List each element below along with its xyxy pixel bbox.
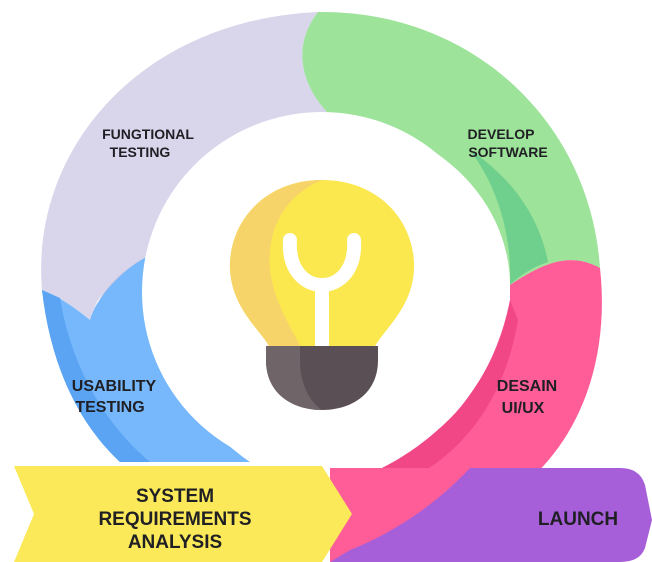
- system-requirements-label-line3: ANALYSIS: [128, 532, 222, 553]
- segment-usability-testing: [42, 255, 250, 462]
- segment-design-uiux: [330, 260, 602, 488]
- usability-testing-label-line2: TESTING: [75, 399, 144, 416]
- design-uiux-label-line2: UI/UX: [502, 400, 545, 417]
- system-requirements-label-line2: REQUIREMENTS: [98, 509, 251, 530]
- develop-software-label-line1: DEVELOP: [468, 126, 535, 142]
- usability-testing-label-line1: USABILITY: [72, 378, 157, 395]
- functional-testing-label-line2: TESTING: [110, 144, 171, 160]
- segment-develop-software: [302, 11, 600, 285]
- design-uiux-label-line1: DESAIN: [497, 378, 557, 395]
- develop-software-label-line2: SOFTWARE: [468, 144, 547, 160]
- functional-testing-label-line1: FUNGTIONAL: [102, 126, 194, 142]
- lightbulb-icon: [229, 180, 415, 410]
- system-requirements-arrow: [14, 466, 352, 562]
- system-requirements-label-line1: SYSTEM: [136, 486, 214, 507]
- launch-label: LAUNCH: [538, 509, 618, 530]
